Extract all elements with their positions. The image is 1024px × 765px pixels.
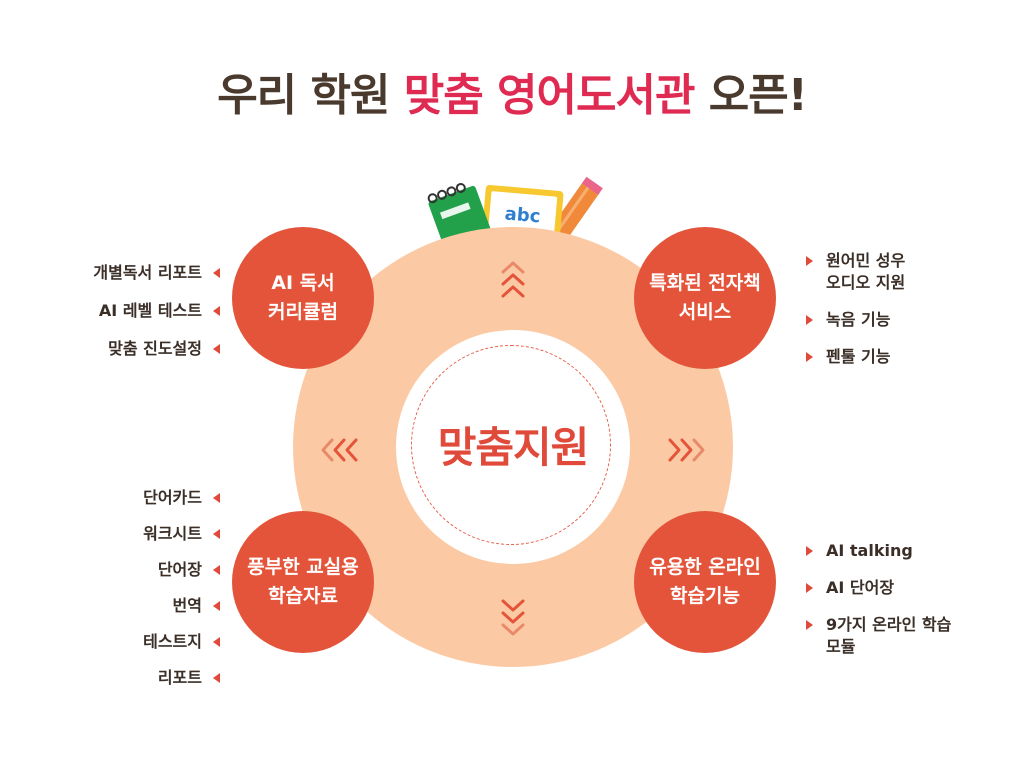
node-label-line-2: 학습자료 [268, 585, 338, 607]
node-classroom-materials: 풍부한 교실용 학습자료 [232, 511, 374, 653]
node-ai-reading-curriculum: AI 독서 커리큘럼 [232, 227, 374, 369]
list-item: 원어민 성우 오디오 지원 [804, 250, 905, 294]
list-item: 펜툴 기능 [804, 346, 905, 368]
title-part-1: 우리 학원 [217, 70, 404, 121]
list-item: 단어카드 [143, 487, 224, 509]
list-item: AI talking [804, 540, 951, 562]
chevron-down-icon [501, 599, 525, 636]
node-label-line-2: 학습기능 [670, 585, 740, 607]
title-part-3: 오픈! [694, 70, 808, 121]
inner-dashed-circle [411, 345, 611, 545]
list-item: 번역 [143, 595, 224, 617]
node-label-line-1: 유용한 온라인 [649, 556, 761, 578]
list-online-learning-features: AI talking AI 단어장 9가지 온라인 학습 모듈 [804, 540, 951, 673]
abc-card-icon: abc [482, 184, 564, 241]
chevron-right-icon [668, 438, 705, 462]
node-label-line-1: 풍부한 교실용 [247, 556, 359, 578]
list-item: 개별독서 리포트 [93, 262, 224, 284]
list-item: AI 단어장 [804, 577, 951, 599]
list-item: 녹음 기능 [804, 309, 905, 331]
title-highlight: 맞춤 영어도서관 [403, 70, 696, 121]
list-item: AI 레벨 테스트 [93, 300, 224, 322]
node-label-line-2: 커리큘럼 [268, 301, 338, 323]
center-label: 맞춤지원 [437, 423, 590, 472]
node-label-line-2: 서비스 [678, 301, 732, 323]
list-item: 테스트지 [143, 631, 224, 653]
chevron-left-icon [321, 438, 358, 462]
list-item: 워크시트 [143, 523, 224, 545]
chevron-up-icon [501, 261, 525, 298]
page-title: 우리 학원 맞춤 영어도서관 오픈! [0, 66, 1024, 126]
list-item: 단어장 [143, 559, 224, 581]
list-item: 리포트 [143, 667, 224, 689]
node-ebook-service: 특화된 전자책 서비스 [634, 227, 776, 369]
abc-card-text: abc [504, 203, 541, 227]
list-item: 9가지 온라인 학습 모듈 [804, 614, 951, 658]
list-ai-reading-features: 개별독서 리포트 AI 레벨 테스트 맞춤 진도설정 [93, 262, 224, 376]
list-ebook-features: 원어민 성우 오디오 지원 녹음 기능 펜툴 기능 [804, 250, 905, 383]
node-label-line-1: 특화된 전자책 [649, 272, 761, 294]
node-label-line-1: AI 독서 [271, 272, 335, 294]
list-item: 맞춤 진도설정 [93, 338, 224, 360]
list-classroom-materials: 단어카드 워크시트 단어장 번역 테스트지 리포트 [143, 487, 224, 703]
node-online-learning: 유용한 온라인 학습기능 [634, 511, 776, 653]
